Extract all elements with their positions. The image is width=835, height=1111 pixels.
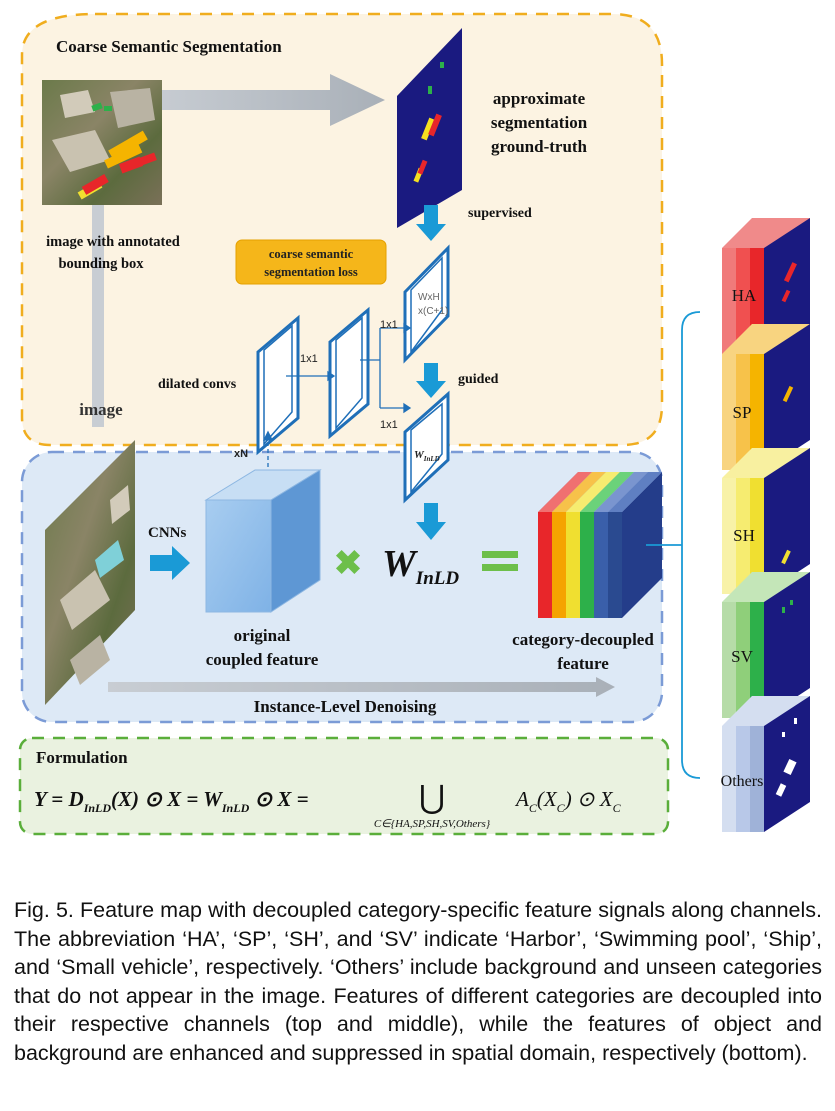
guided-arrow <box>416 363 446 398</box>
original-feature-cube <box>204 469 322 613</box>
formulation-title: Formulation <box>36 748 128 767</box>
coarse-segmentation-region <box>20 12 664 447</box>
image-annotated-line1: image with annotated <box>46 234 180 250</box>
denoising-arrow <box>108 677 615 697</box>
cnns-arrow <box>150 546 190 580</box>
dilated-conv-plane <box>256 314 300 456</box>
conv-plane-2 <box>328 306 370 440</box>
w-inld-large: WInLD <box>382 543 459 589</box>
figure-caption: Fig. 5. Feature map with decoupled categ… <box>14 898 822 1065</box>
image-label: image <box>79 400 123 419</box>
multiply-symbol <box>335 549 361 575</box>
guided-label: guided <box>458 372 499 387</box>
w-inld-plane <box>403 390 450 504</box>
supervised-arrow <box>416 205 446 241</box>
conv-connectors <box>262 322 412 495</box>
sp-feature-map <box>722 324 810 470</box>
category-label-sh: SH <box>733 526 755 545</box>
coarse-loss-line2: segmentation loss <box>264 265 358 279</box>
union-symbol: ⋃ <box>419 779 445 815</box>
label-wxh: WxH <box>418 292 440 303</box>
coarse-loss-badge <box>235 239 387 285</box>
input-aerial-image <box>45 440 135 705</box>
channel-bracket <box>646 311 701 779</box>
supervised-label: supervised <box>468 206 532 221</box>
figure-diagram: Coarse Semantic Segmentation image with … <box>18 12 810 836</box>
w-arrow <box>416 503 446 540</box>
original-line1: original <box>234 626 291 645</box>
formula-right: AC(XC) ⊙ XC <box>514 787 622 815</box>
denoising-region <box>20 450 664 724</box>
equals-symbol <box>482 551 518 571</box>
category-label-sp: SP <box>733 403 752 422</box>
label-1x1-a: 1x1 <box>300 353 318 365</box>
union-subscript: C∈{HA,SP,SH,SV,Others} <box>374 818 491 830</box>
sv-feature-map <box>722 572 810 718</box>
others-feature-map <box>722 696 810 832</box>
category-label-others: Others <box>721 773 764 790</box>
dilated-label: dilated convs <box>158 377 237 392</box>
w-inld-small: WInLD <box>414 449 440 463</box>
image-annotated-line2: bounding box <box>58 256 144 272</box>
label-1x1-b: 1x1 <box>380 319 398 331</box>
approx-gt-line3: ground-truth <box>491 137 588 156</box>
image-flow-vertical <box>92 175 104 427</box>
formulation-region <box>18 736 670 836</box>
label-1x1-c: 1x1 <box>380 419 398 431</box>
approx-gt-line1: approximate <box>493 89 586 108</box>
seg-output-plane <box>403 244 450 364</box>
sh-feature-map <box>722 448 810 594</box>
decoupled-line1: category-decoupled <box>512 630 654 649</box>
decoupled-feature-stack <box>538 472 662 618</box>
cnns-label: CNNs <box>148 525 186 541</box>
category-label-ha: HA <box>732 286 757 305</box>
annotated-image <box>42 80 162 205</box>
category-label-sv: SV <box>731 647 753 666</box>
xn-label: xN <box>234 448 248 460</box>
decoupled-line2: feature <box>557 654 609 673</box>
coarse-loss-line1: coarse semantic <box>269 247 354 261</box>
gray-arrow-right <box>150 74 385 126</box>
formula-left: Y = DInLD(X) ⊙ X = WInLD ⊙ X = <box>34 787 309 815</box>
label-cplus: x(C+1) <box>418 306 448 317</box>
approx-gt-map <box>397 28 462 228</box>
approx-gt-line2: segmentation <box>491 113 588 132</box>
denoising-label: Instance-Level Denoising <box>254 697 437 716</box>
coarse-title: Coarse Semantic Segmentation <box>56 37 282 56</box>
original-line2: coupled feature <box>206 650 319 669</box>
